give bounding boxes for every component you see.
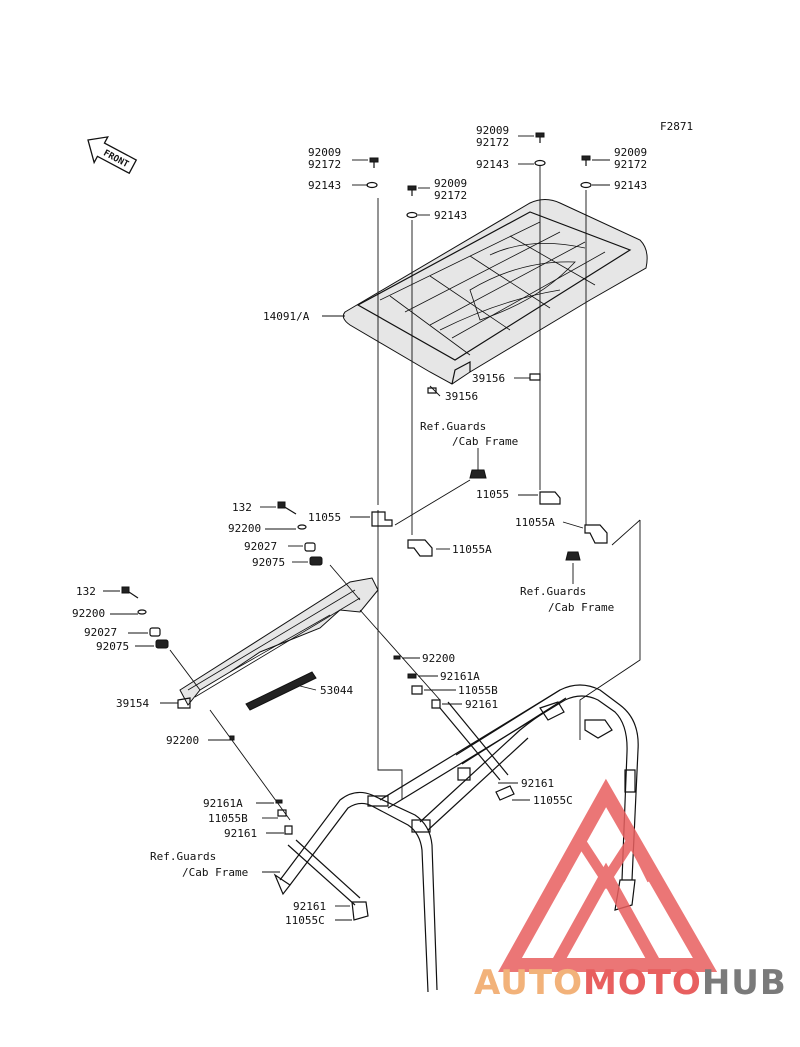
washer-92143-c-icon — [534, 159, 546, 167]
label-ref-guards-1: Ref.Guards — [420, 420, 486, 433]
bolt-92009-d-icon — [581, 155, 591, 166]
bracket-11055-a-icon — [371, 511, 393, 527]
label-92009-d: 92009 — [614, 146, 647, 159]
clip-39156-b-icon — [427, 387, 437, 394]
label-39154: 39154 — [116, 697, 149, 710]
label-92161A-b: 92161A — [203, 797, 243, 810]
washer-92143-d-icon — [580, 181, 592, 189]
label-92200-a: 92200 — [228, 522, 261, 535]
label-92143-a: 92143 — [308, 179, 341, 192]
label-92161-c: 92161 — [224, 827, 257, 840]
label-39156-a: 39156 — [472, 372, 505, 385]
label-cab-frame-1: /Cab Frame — [452, 435, 518, 448]
bracket-11055A-a-icon — [407, 539, 433, 557]
brackets — [350, 491, 608, 557]
front-arrow-icon: FRONT — [87, 136, 138, 175]
label-92161-a: 92161 — [465, 698, 498, 711]
bolt-92009-b-icon — [407, 185, 417, 196]
bracket-11055-b-icon — [539, 491, 561, 505]
mount-hardware — [208, 609, 462, 835]
roof-panel — [342, 199, 648, 385]
label-92027-a: 92027 — [244, 540, 277, 553]
label-ref-guards-2: Ref.Guards — [520, 585, 586, 598]
watermark-moto: MOTO — [582, 963, 702, 1003]
label-132-a: 132 — [232, 501, 252, 514]
label-cab-frame-3: /Cab Frame — [182, 866, 248, 879]
label-92009-a: 92009 — [308, 146, 341, 159]
label-11055C-a: 11055C — [533, 794, 573, 807]
label-53044: 53044 — [320, 684, 353, 697]
bracket-11055A-b-icon — [584, 524, 608, 544]
label-92200-c: 92200 — [422, 652, 455, 665]
label-11055B-b: 11055B — [208, 812, 248, 825]
label-39156-b: 39156 — [445, 390, 478, 403]
label-11055B-a: 11055B — [458, 684, 498, 697]
washer-92143-b-icon — [406, 211, 418, 219]
watermark-hub: HUB — [701, 963, 787, 1003]
label-92200-d: 92200 — [166, 734, 199, 747]
label-14091-A: 14091/A — [263, 310, 310, 323]
watermark-text: AUTOMOTOHUB — [474, 963, 787, 1003]
label-92143-b: 92143 — [434, 209, 467, 222]
washer-92143-a-icon — [366, 181, 378, 189]
bolt-92009-c-icon — [535, 132, 545, 143]
label-92172-a: 92172 — [308, 158, 341, 171]
assembly-lines — [377, 165, 641, 800]
watermark-auto: AUTO — [474, 963, 583, 1003]
watermark-logo — [498, 778, 718, 972]
ref-nut-b-icon — [565, 551, 581, 561]
label-92172-c: 92172 — [476, 136, 509, 149]
label-cab-frame-2: /Cab Frame — [548, 601, 614, 614]
label-92027-b: 92027 — [84, 626, 117, 639]
seal-strip-53044-icon — [245, 671, 317, 711]
label-ref-guards-3: Ref.Guards — [150, 850, 216, 863]
label-11055-b: 11055 — [476, 488, 509, 501]
clip-39156-a-icon — [529, 373, 541, 381]
label-92172-b: 92172 — [434, 189, 467, 202]
cab-frame — [262, 684, 639, 993]
label-92009-c: 92009 — [476, 124, 509, 137]
visor-bolts — [103, 501, 361, 704]
label-92075-b: 92075 — [96, 640, 129, 653]
label-92009-b: 92009 — [434, 177, 467, 190]
callout-labels: 92009 92172 92143 92009 92172 92143 9200… — [72, 124, 647, 927]
label-92161-d: 92161 — [293, 900, 326, 913]
label-92075-a: 92075 — [252, 556, 285, 569]
label-132-b: 132 — [76, 585, 96, 598]
label-92143-c: 92143 — [476, 158, 509, 171]
bolt-92009-a-icon — [369, 157, 379, 168]
figure-code: F2871 — [660, 120, 693, 133]
label-92143-d: 92143 — [614, 179, 647, 192]
ref-nut-a-icon — [469, 469, 487, 479]
label-11055A-b: 11055A — [515, 516, 555, 529]
label-92172-d: 92172 — [614, 158, 647, 171]
label-92200-b: 92200 — [72, 607, 105, 620]
label-92161A-a: 92161A — [440, 670, 480, 683]
label-11055C-b: 11055C — [285, 914, 325, 927]
label-11055A-a: 11055A — [452, 543, 492, 556]
label-92161-b: 92161 — [521, 777, 554, 790]
label-11055-a: 11055 — [308, 511, 341, 524]
